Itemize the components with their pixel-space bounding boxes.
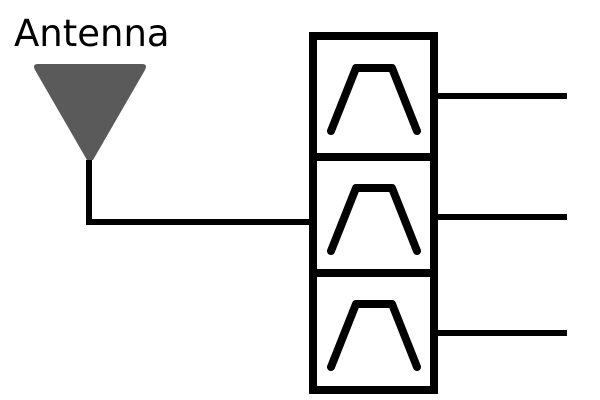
antenna-feed-line [86, 160, 312, 225]
antenna-label: Antenna [14, 12, 170, 55]
filter-box-3 [309, 269, 438, 394]
filter-bank [309, 32, 438, 394]
filter-box-2 [309, 153, 438, 277]
bandpass-icon [327, 64, 421, 135]
filter-box-1 [309, 32, 438, 161]
bandpass-icon [327, 184, 421, 255]
bandpass-icon [327, 300, 421, 371]
antenna-icon [34, 64, 146, 160]
